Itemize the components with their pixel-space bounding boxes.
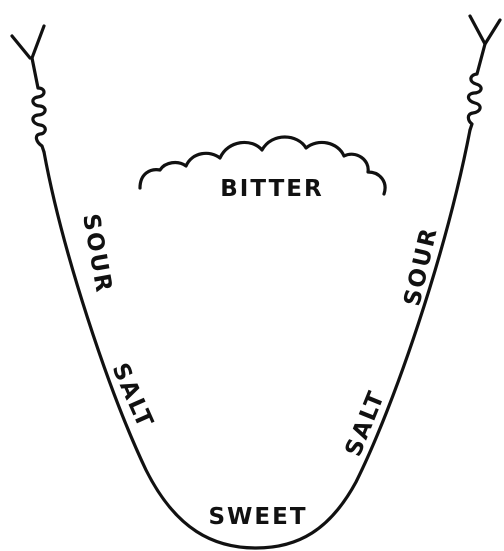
bitter-label: BITTER bbox=[220, 176, 323, 202]
sweet-label: SWEET bbox=[208, 504, 307, 530]
left-fork-icon bbox=[12, 26, 44, 58]
right-fork-icon bbox=[470, 16, 500, 44]
sour-left-label: SOUR bbox=[77, 212, 117, 296]
right-coil-icon bbox=[468, 44, 485, 130]
left-coil-icon bbox=[32, 58, 45, 152]
